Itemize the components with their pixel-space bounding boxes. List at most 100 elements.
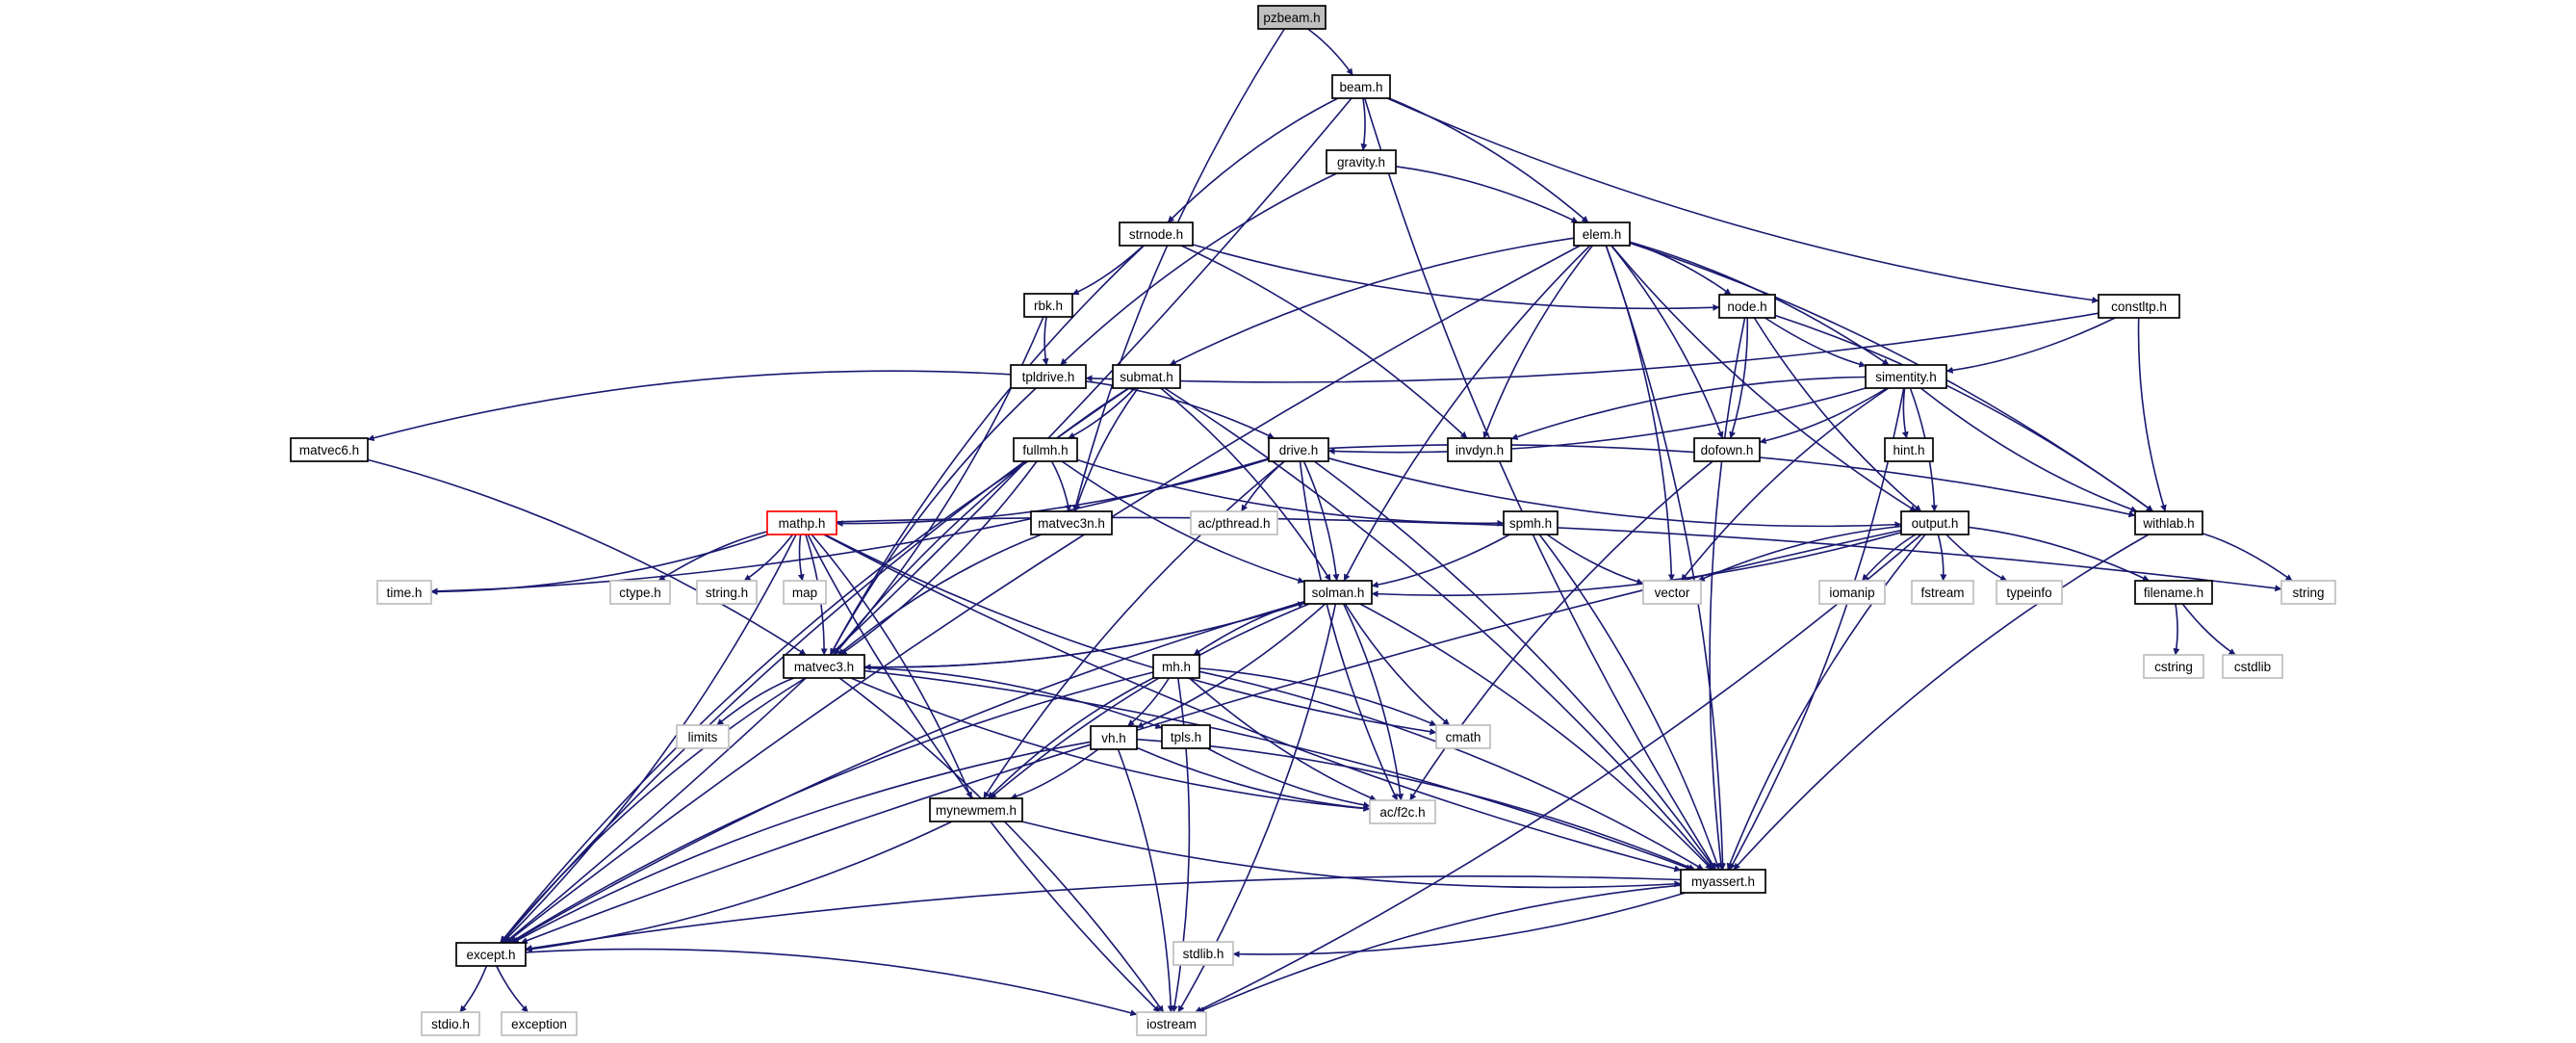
node-dofown-box xyxy=(1693,437,1761,462)
edge-fullmh-to-matvec3 xyxy=(839,460,1038,656)
node-matvec3n-box xyxy=(1030,510,1113,535)
edge-mathp-to-mynewmem xyxy=(811,534,972,799)
edge-elem-to-submat xyxy=(1169,237,1575,366)
node-fullmh-box xyxy=(1013,437,1078,462)
node-invdyn-label: invdyn.h xyxy=(1455,443,1504,457)
edge-strnode-to-matvec3 xyxy=(829,245,1145,656)
node-fstream-label: fstream xyxy=(1920,586,1964,600)
edge-vh-to-except xyxy=(511,741,1092,944)
node-output[interactable]: output.h xyxy=(1900,510,1970,535)
node-hint[interactable]: hint.h xyxy=(1884,437,1934,462)
node-drive[interactable]: drive.h xyxy=(1268,437,1329,462)
edge-mathp-to-except xyxy=(502,534,797,944)
node-tpls-label: tpls.h xyxy=(1171,730,1201,744)
edge-matvec3-to-except xyxy=(500,677,807,944)
edge-node-to-output xyxy=(1753,317,1922,512)
edge-matvec3-to-acf2c xyxy=(850,677,1371,812)
node-beam[interactable]: beam.h xyxy=(1331,74,1391,99)
node-vh-label: vh.h xyxy=(1101,731,1126,745)
node-myassert-label: myassert.h xyxy=(1691,874,1755,889)
node-stringh-box xyxy=(696,580,758,605)
node-dofown[interactable]: dofown.h xyxy=(1693,437,1761,462)
edges xyxy=(367,28,2293,1017)
node-except-label: except.h xyxy=(466,948,515,962)
node-matvec3-box xyxy=(783,654,865,679)
edge-strnode-to-rbk xyxy=(1071,245,1145,296)
node-elem[interactable]: elem.h xyxy=(1573,222,1631,247)
node-tpldrive[interactable]: tpldrive.h xyxy=(1010,364,1087,389)
node-tpls[interactable]: tpls.h xyxy=(1161,724,1211,749)
node-simentity-label: simentity.h xyxy=(1875,370,1937,384)
node-acf2c-label: ac/f2c.h xyxy=(1379,805,1425,820)
node-stdio-box xyxy=(421,1011,480,1036)
node-gravity[interactable]: gravity.h xyxy=(1326,149,1397,174)
edge-gravity-to-elem xyxy=(1395,166,1579,223)
node-mh[interactable]: mh.h xyxy=(1152,654,1200,679)
edge-matvec3-to-iostream xyxy=(838,677,1165,1013)
node-fstream: fstream xyxy=(1911,580,1974,605)
edge-constltp-to-tpldrive xyxy=(1085,312,2099,383)
node-fullmh[interactable]: fullmh.h xyxy=(1013,437,1078,462)
node-stringh: string.h xyxy=(696,580,758,605)
node-beam-label: beam.h xyxy=(1339,80,1382,94)
node-spmh[interactable]: spmh.h xyxy=(1503,510,1558,535)
edge-submat-to-myassert xyxy=(1164,387,1714,871)
node-pzbeam[interactable]: pzbeam.h xyxy=(1257,5,1327,30)
edge-gravity-to-tpldrive xyxy=(1060,172,1338,366)
node-limits: limits xyxy=(676,724,730,749)
edge-matvec6-to-matvec3 xyxy=(367,458,807,656)
node-solman[interactable]: solman.h xyxy=(1303,580,1373,605)
node-strnode[interactable]: strnode.h xyxy=(1119,222,1194,247)
edge-fullmh-to-matvec3n xyxy=(1050,460,1072,512)
edge-filename-to-cstring xyxy=(2173,603,2180,656)
node-acpthread-box xyxy=(1190,510,1278,535)
node-filename[interactable]: filename.h xyxy=(2134,580,2213,605)
node-invdyn[interactable]: invdyn.h xyxy=(1447,437,1512,462)
edge-simentity-to-vector xyxy=(1680,387,1890,582)
edge-tpls-to-acf2c xyxy=(1207,747,1371,809)
node-mathp[interactable]: mathp.h xyxy=(766,510,837,535)
nodes: pzbeam.h beam.h gravity.h strnode.h elem.h rb… xyxy=(290,5,2336,1036)
node-cstring-label: cstring xyxy=(2154,660,2193,674)
edge-elem-to-dofown xyxy=(1610,245,1724,439)
node-stdlibh-box xyxy=(1172,941,1234,966)
edge-submat-to-fullmh xyxy=(1068,387,1136,439)
node-stdio: stdio.h xyxy=(421,1011,480,1036)
node-myassert[interactable]: myassert.h xyxy=(1680,869,1766,894)
node-mathp-box xyxy=(766,510,837,535)
node-rbk[interactable]: rbk.h xyxy=(1023,293,1073,318)
edge-mathp-to-timeh xyxy=(430,534,769,596)
node-matvec6[interactable]: matvec6.h xyxy=(290,437,369,462)
node-matvec3[interactable]: matvec3.h xyxy=(783,654,865,679)
edge-mh-to-cmath xyxy=(1198,667,1437,726)
node-except[interactable]: except.h xyxy=(455,942,527,967)
edge-vh-to-iostream xyxy=(1117,748,1174,1013)
node-withlab[interactable]: withlab.h xyxy=(2134,510,2203,535)
edge-withlab-to-string xyxy=(2202,533,2293,582)
edge-simentity-to-hint xyxy=(1901,387,1909,439)
node-strnode-label: strnode.h xyxy=(1129,227,1183,242)
edge-vh-to-mynewmem xyxy=(1010,748,1099,800)
node-output-label: output.h xyxy=(1912,516,1959,531)
edge-solman-to-mynewmem xyxy=(989,603,1310,799)
node-vh[interactable]: vh.h xyxy=(1090,725,1138,750)
node-stdlibh-label: stdlib.h xyxy=(1183,947,1224,961)
node-submat-box xyxy=(1112,364,1181,389)
node-vector: vector xyxy=(1642,580,1702,605)
node-pzbeam-box xyxy=(1257,5,1327,30)
node-node[interactable]: node.h xyxy=(1718,294,1776,319)
node-submat[interactable]: submat.h xyxy=(1112,364,1181,389)
node-mynewmem[interactable]: mynewmem.h xyxy=(929,797,1023,822)
edge-drive-to-myassert xyxy=(1313,460,1716,871)
edge-myassert-to-stdlibh xyxy=(1232,892,1686,958)
edge-fullmh-to-spmh xyxy=(1076,458,1505,527)
edge-mh-to-acf2c xyxy=(1188,677,1377,801)
node-exception-label: exception xyxy=(511,1017,567,1031)
edge-tpldrive-to-drive xyxy=(1085,380,1275,439)
node-simentity[interactable]: simentity.h xyxy=(1865,364,1947,389)
node-matvec3n[interactable]: matvec3n.h xyxy=(1030,510,1113,535)
node-ctype: ctype.h xyxy=(609,580,671,605)
edge-mh-to-myassert xyxy=(1198,670,1705,871)
edge-mathp-to-cmath xyxy=(824,534,1437,736)
node-constltp[interactable]: constltp.h xyxy=(2098,294,2180,319)
